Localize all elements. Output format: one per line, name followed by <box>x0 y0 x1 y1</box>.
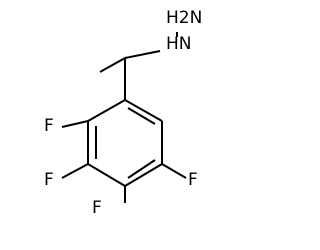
bond-f-ortho <box>61 120 89 128</box>
ring-double-2 <box>127 159 156 179</box>
structure-canvas: H2N HN F F F F <box>44 8 203 218</box>
ring-double-1 <box>127 107 156 125</box>
atom-label-f-meta-prime: F <box>188 170 198 190</box>
ring-bond-4 <box>87 163 126 187</box>
bond-f-meta-prime <box>161 163 187 179</box>
atom-label-f-ortho: F <box>44 116 54 136</box>
ring-bond-6 <box>87 99 126 122</box>
ring-bond-3 <box>124 163 163 187</box>
atom-label-f-para: F <box>92 198 102 218</box>
bond-layer <box>61 32 187 203</box>
bond-f-meta <box>61 163 89 179</box>
atom-label-nh: HN <box>166 34 192 54</box>
atom-label-f-meta: F <box>44 170 54 190</box>
bond-c-nh <box>124 50 161 59</box>
atom-label-h2n: H2N <box>166 8 203 28</box>
ring-bond-1 <box>124 99 163 122</box>
bond-methyl <box>99 57 126 73</box>
